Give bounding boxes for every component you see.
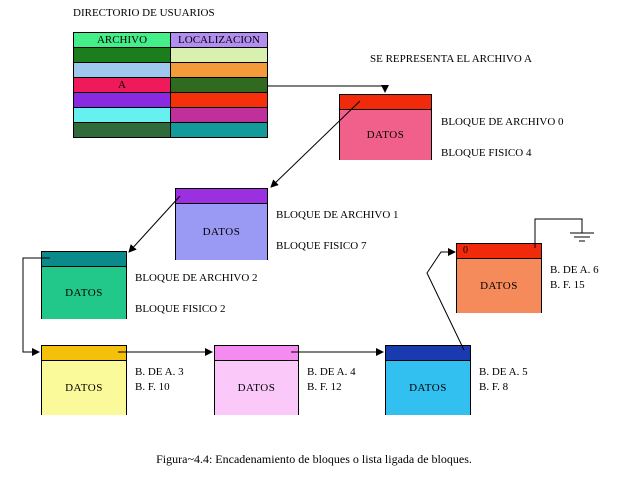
file-block-4: DATOS	[214, 345, 299, 415]
figure-caption: Figura~4.4: Encadenamiento de bloques o …	[156, 452, 472, 466]
block-6-label-archivo: B. DE A. 6	[550, 264, 599, 276]
directory-title: DIRECTORIO DE USUARIOS	[73, 7, 215, 19]
block-pointer-header	[386, 346, 470, 361]
row-localizacion-cell	[170, 122, 268, 138]
file-block-6: 0 DATOS	[456, 243, 542, 313]
block-data: DATOS	[457, 259, 541, 313]
directory-header-row: ARCHIVO LOCALIZACION	[73, 32, 268, 48]
file-block-5: DATOS	[385, 345, 471, 415]
directory-row	[73, 92, 268, 108]
file-block-1: DATOS	[175, 188, 268, 260]
block-pointer-header	[340, 95, 431, 110]
arrow-block2-to-block3	[22, 257, 50, 356]
block-0-label-fisico: BLOQUE FISICO 4	[441, 147, 532, 159]
block-1-label-fisico: BLOQUE FISICO 7	[276, 240, 367, 252]
file-block-2: DATOS	[41, 251, 127, 319]
user-directory-table: ARCHIVO LOCALIZACION A	[73, 32, 268, 138]
ground-icon	[570, 232, 594, 242]
row-localizacion-cell	[170, 77, 268, 93]
block-pointer-header	[42, 346, 126, 361]
directory-row	[73, 122, 268, 138]
block-4-label-archivo: B. DE A. 4	[307, 366, 356, 378]
block-data: DATOS	[386, 361, 470, 415]
row-localizacion-cell	[170, 107, 268, 123]
null-pointer-line	[534, 218, 583, 248]
row-localizacion-cell	[170, 62, 268, 78]
null-pointer-mark: 0	[463, 245, 468, 256]
block-data: DATOS	[340, 110, 431, 160]
row-archivo-cell	[73, 122, 171, 138]
block-3-label-fisico: B. F. 10	[135, 381, 170, 393]
block-pointer-header: 0	[457, 244, 541, 259]
arrow-block0-to-block1	[270, 100, 361, 188]
header-localizacion: LOCALIZACION	[170, 32, 268, 48]
block-pointer-header	[176, 189, 267, 204]
diagram-subtitle: SE REPRESENTA EL ARCHIVO A	[370, 53, 532, 65]
block-pointer-header	[215, 346, 298, 361]
block-0-label-archivo: BLOQUE DE ARCHIVO 0	[441, 116, 564, 128]
block-data: DATOS	[42, 267, 126, 319]
block-3-label-archivo: B. DE A. 3	[135, 366, 184, 378]
row-archivo-cell	[73, 47, 171, 63]
block-data: DATOS	[42, 361, 126, 415]
file-block-0: DATOS	[339, 94, 432, 160]
directory-row: A	[73, 77, 268, 93]
block-pointer-header	[42, 252, 126, 267]
block-4-label-fisico: B. F. 12	[307, 381, 342, 393]
block-5-label-fisico: B. F. 8	[479, 381, 509, 393]
row-archivo-cell: A	[73, 77, 171, 93]
directory-row	[73, 107, 268, 123]
block-6-label-fisico: B. F. 15	[550, 279, 585, 291]
file-block-3: DATOS	[41, 345, 127, 415]
header-archivo: ARCHIVO	[73, 32, 171, 48]
block-2-label-archivo: BLOQUE DE ARCHIVO 2	[135, 272, 258, 284]
arrow-block5-to-block6	[426, 248, 465, 351]
row-localizacion-cell	[170, 92, 268, 108]
block-5-label-archivo: B. DE A. 5	[479, 366, 528, 378]
block-2-label-fisico: BLOQUE FISICO 2	[135, 303, 226, 315]
arrow-block1-to-block2	[128, 195, 181, 253]
block-data: DATOS	[215, 361, 298, 415]
arrow-dir-to-block0	[268, 85, 389, 93]
block-data: DATOS	[176, 204, 267, 260]
block-1-label-archivo: BLOQUE DE ARCHIVO 1	[276, 209, 399, 221]
